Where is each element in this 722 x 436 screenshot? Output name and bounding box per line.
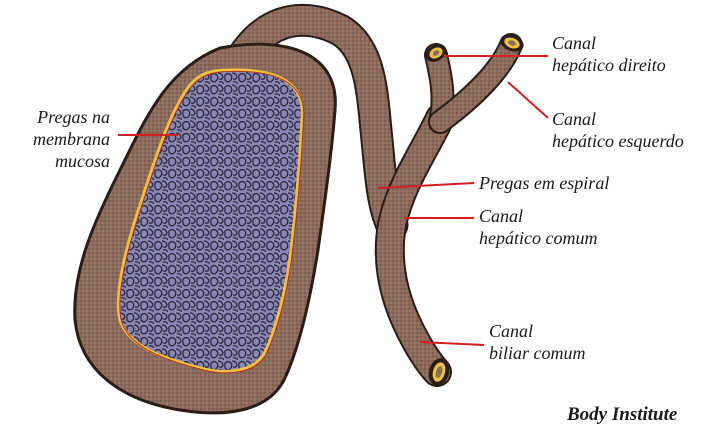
label-common-bile-duct: Canal biliar comum <box>489 320 586 364</box>
label-common-hepatic-line1: Canal <box>479 205 597 227</box>
mucosa-interior <box>118 70 302 372</box>
label-right-hepatic-line2: hepático direito <box>552 54 666 76</box>
label-left-hepatic-line1: Canal <box>552 108 684 130</box>
label-left-hepatic-duct: Canal hepático esquerdo <box>552 108 684 152</box>
label-common-bile-line1: Canal <box>489 320 586 342</box>
credit-text: Body Institute <box>567 404 677 426</box>
label-common-bile-line2: biliar comum <box>489 342 586 364</box>
label-right-hepatic-duct: Canal hepático direito <box>552 32 666 76</box>
leader-left-hepatic <box>508 82 548 118</box>
label-spiral-folds: Pregas em espiral <box>479 172 609 194</box>
label-mucosa-folds-line1: Pregas na <box>8 106 110 128</box>
label-common-hepatic-duct: Canal hepático comum <box>479 205 597 249</box>
label-mucosa-folds-line3: mucosa <box>8 150 110 172</box>
label-left-hepatic-line2: hepático esquerdo <box>552 130 684 152</box>
label-mucosa-folds-line2: membrana <box>8 128 110 150</box>
label-mucosa-folds: Pregas na membrana mucosa <box>8 106 110 172</box>
label-right-hepatic-line1: Canal <box>552 32 666 54</box>
label-common-hepatic-line2: hepático comum <box>479 227 597 249</box>
gallbladder-sac <box>75 44 336 413</box>
